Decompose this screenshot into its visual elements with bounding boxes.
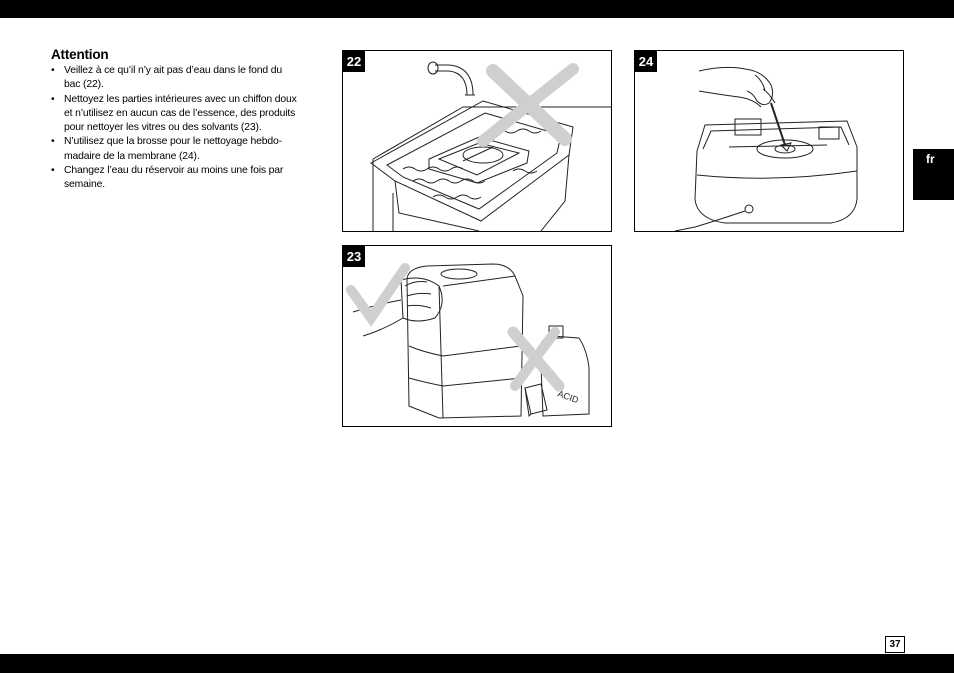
bullet-marker: •	[51, 165, 55, 177]
figure-label: 24	[635, 51, 657, 72]
bullet-line: semaine.	[64, 179, 105, 191]
bullet-list: • Veillez à ce qu’il n’y ait pas d’eau d…	[51, 64, 313, 193]
language-tab: fr	[913, 149, 954, 200]
bullet-marker: •	[51, 93, 55, 105]
bullet-line: et n’utilisez en aucun cas de l’essence,…	[64, 107, 296, 119]
figure-24-brush: 24	[634, 50, 904, 232]
bullet-line: bac (22).	[64, 79, 104, 91]
bullet-marker: •	[51, 65, 55, 76]
bullet-line: Nettoyez les parties intérieures avec un…	[64, 93, 297, 105]
bullet-line: Changez l’eau du réservoir au moins une …	[64, 165, 284, 177]
bullet-item: • Changez l’eau du réservoir au moins un…	[51, 164, 313, 193]
bullet-line: N’utilisez que la brosse pour le nettoya…	[64, 136, 282, 148]
figure-23-cloth: 23 ACID	[342, 245, 612, 427]
bullet-line: madaire de la membrane (24).	[64, 150, 200, 162]
instruction-column: Attention • Veillez à ce qu’il n’y ait p…	[51, 47, 313, 193]
page-number: 37	[885, 636, 905, 653]
cloth-illustration: ACID	[346, 263, 590, 419]
brush-illustration	[674, 66, 858, 231]
bullet-line: Veillez à ce qu’il n’y ait pas d’eau dan…	[64, 65, 283, 76]
bullet-line: pour nettoyer les vitres ou des solvants…	[64, 122, 262, 134]
bullet-item: • Nettoyez les parties intérieures avec …	[51, 93, 313, 136]
bullet-item: • N’utilisez que la brosse pour le netto…	[51, 135, 313, 164]
bullet-item: • Veillez à ce qu’il n’y ait pas d’eau d…	[51, 64, 313, 93]
bullet-marker: •	[51, 136, 55, 148]
top-bar	[0, 0, 954, 18]
section-heading: Attention	[51, 47, 109, 62]
figure-22-sink: 22	[342, 50, 612, 232]
figure-label: 23	[343, 246, 365, 267]
sink-illustration	[370, 61, 611, 231]
figure-label: 22	[343, 51, 365, 72]
bottom-bar	[0, 654, 954, 673]
